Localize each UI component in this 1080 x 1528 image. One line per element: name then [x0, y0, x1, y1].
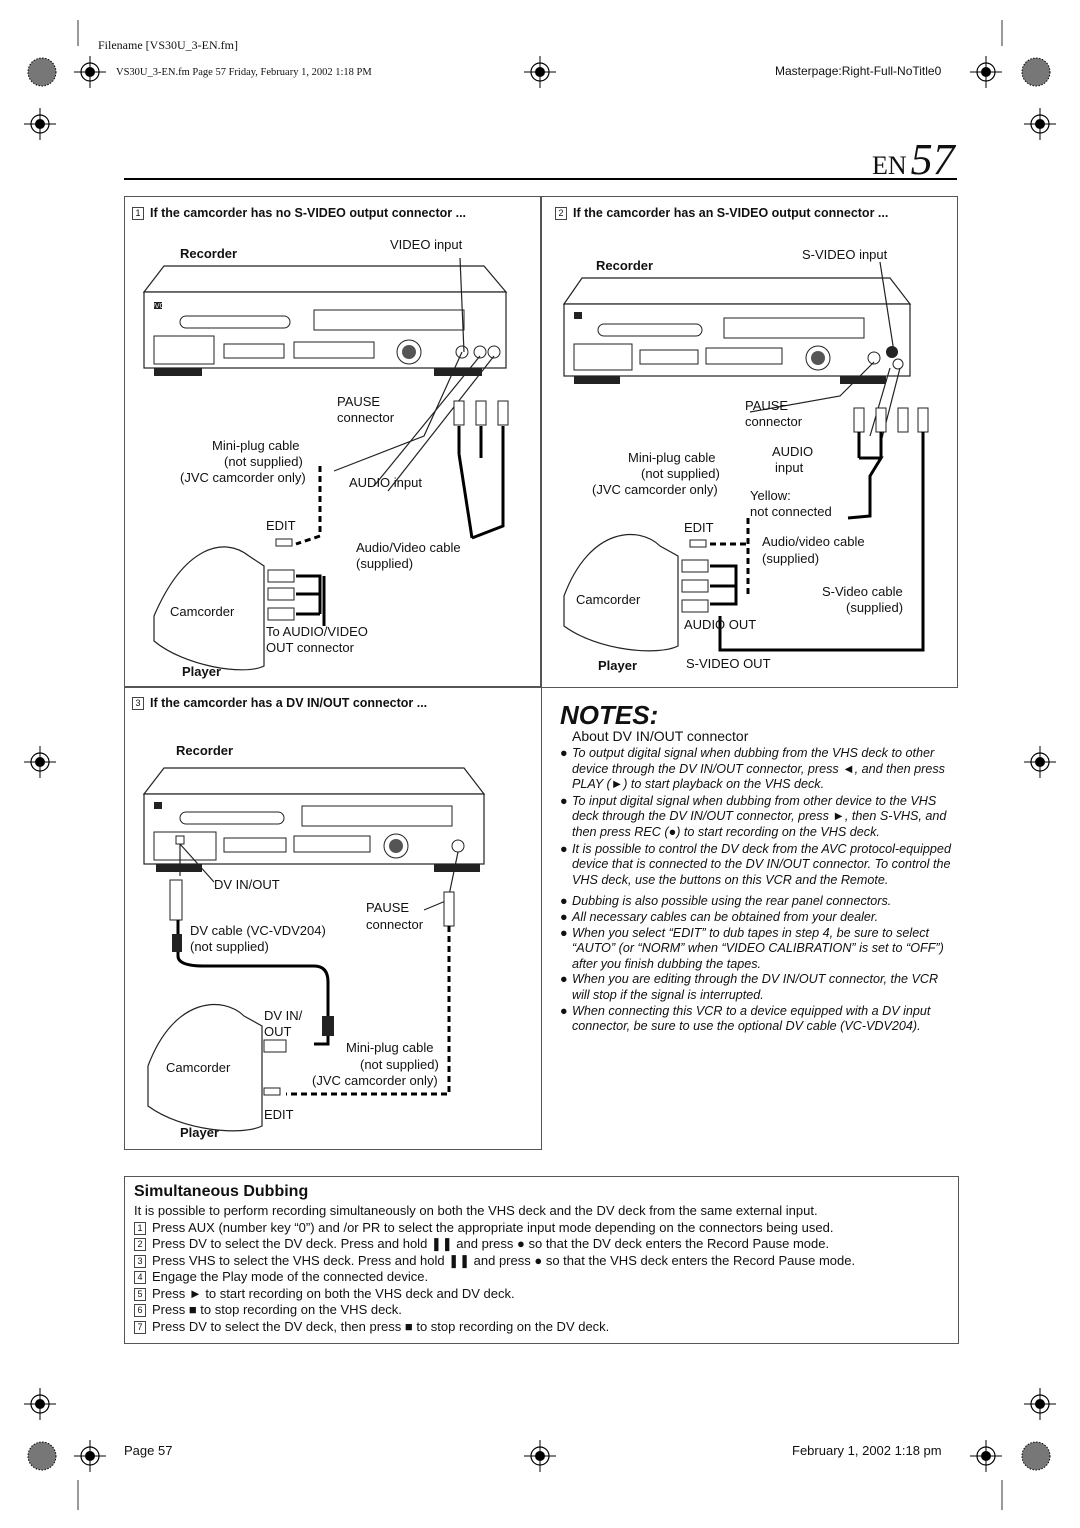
av-cable-label: Audio/Video cable: [356, 540, 461, 555]
out-label: OUT: [264, 1024, 292, 1039]
camcorder-label: Camcorder: [576, 592, 641, 607]
simul-intro: It is possible to perform recording simu…: [134, 1203, 818, 1218]
audio-input-label: AUDIO input: [349, 475, 422, 490]
file-info: VS30U_3-EN.fm Page 57 Friday, February 1…: [116, 67, 372, 78]
note-item: ●All necessary cables can be obtained fr…: [560, 909, 879, 924]
not-connected-label: not connected: [750, 504, 832, 519]
notes-list: ●To output digital signal when dubbing f…: [560, 746, 952, 1035]
pause-label: PAUSE: [745, 398, 789, 413]
panel-no-svideo: [124, 196, 542, 688]
not-supplied-label: (not supplied): [224, 454, 303, 469]
notes-heading: NOTES:: [560, 700, 659, 730]
note-item: ●When connecting this VCR to a device eq…: [560, 1003, 931, 1034]
step-badge: 3: [132, 697, 144, 711]
panel3-diagram: [142, 767, 486, 1132]
note-item: ●Dubbing is also possible using the rear…: [560, 894, 892, 909]
connector-label: connector: [745, 414, 803, 429]
supplied2-label: (supplied): [846, 600, 904, 615]
player-label: Player: [180, 1125, 220, 1140]
not-supplied-label: (not supplied): [641, 466, 720, 481]
mini-plug-label: Mini-plug cable: [212, 438, 300, 453]
note-item: ●To output digital signal when dubbing f…: [560, 746, 945, 792]
recorder-label: Recorder: [596, 258, 654, 273]
filename-label: Filename [VS30U_3-EN.fm]: [98, 38, 238, 52]
panel2-diagram: [562, 261, 929, 652]
step-badge: 2: [555, 207, 567, 221]
input-label: input: [775, 460, 804, 475]
dv-inout-label: DV IN/OUT: [214, 877, 280, 892]
page-lang: EN: [872, 151, 907, 180]
recorder-label: Recorder: [180, 246, 238, 261]
recorder-label: Recorder: [176, 743, 234, 758]
panel1-title: 1 If the camcorder has no S-VIDEO output …: [132, 206, 467, 221]
connector-label: connector: [366, 917, 424, 932]
brand-logo: JVC: [151, 303, 164, 310]
edit-label: EDIT: [264, 1107, 294, 1122]
edit-label: EDIT: [266, 518, 296, 533]
note-item: ●When you are editing through the DV IN/…: [560, 972, 939, 1002]
to-av-label: To AUDIO/VIDEO: [266, 624, 368, 639]
not-supplied-label: (not supplied): [190, 939, 269, 954]
audio-label: AUDIO: [772, 444, 814, 459]
simultaneous-dubbing-box: [124, 1176, 959, 1344]
panel3-title: 3 If the camcorder has a DV IN/OUT connec…: [132, 696, 428, 711]
pause-label: PAUSE: [337, 394, 381, 409]
camcorder-label: Camcorder: [170, 604, 235, 619]
edit-label: EDIT: [684, 520, 714, 535]
page-number-heading: EN 57: [872, 134, 955, 185]
supplied-label: (supplied): [356, 556, 414, 571]
footer-page: Page 57: [124, 1443, 173, 1458]
header-rule: [124, 178, 957, 180]
note-item: ●To input digital signal when dubbing fr…: [560, 793, 947, 839]
note-item: ●When you select “EDIT” to dub tapes in …: [560, 925, 944, 971]
panel1-diagram: JVC: [142, 257, 509, 671]
camcorder-label: Camcorder: [166, 1060, 231, 1075]
jvc-only-label: (JVC camcorder only): [592, 482, 718, 497]
panel-svideo: [540, 196, 958, 688]
dv-cable-label: DV cable (VC-VDV204): [190, 923, 326, 938]
pause-label: PAUSE: [366, 900, 410, 915]
player-label: Player: [598, 658, 638, 673]
yellow-label: Yellow:: [750, 488, 791, 503]
connector-label: connector: [337, 410, 395, 425]
out-connector-label: OUT connector: [266, 640, 354, 655]
jvc-only-label: (JVC camcorder only): [312, 1073, 438, 1088]
panel2-title-text: If the camcorder has an S-VIDEO output c…: [573, 206, 889, 220]
audio-out-label: AUDIO OUT: [684, 617, 757, 632]
panel3-title-text: If the camcorder has a DV IN/OUT connect…: [150, 696, 428, 710]
panel1-title-text: If the camcorder has no S-VIDEO output c…: [150, 206, 467, 220]
dv-in-label: DV IN/: [264, 1008, 303, 1023]
video-input-label: VIDEO input: [390, 237, 463, 252]
svideo-out-label: S-VIDEO OUT: [686, 656, 771, 671]
svideo-cable-label: S-Video cable: [822, 584, 903, 599]
simul-body: It is possible to perform recording simu…: [134, 1203, 950, 1335]
panel-dv: [124, 686, 542, 1150]
note-item: ●It is possible to control the DV deck f…: [560, 841, 951, 887]
mini-plug-label: Mini-plug cable: [628, 450, 716, 465]
page-number: 57: [910, 135, 955, 184]
svideo-input-label: S-VIDEO input: [802, 247, 888, 262]
player-label: Player: [182, 664, 222, 679]
av-cable-label: Audio/video cable: [762, 534, 865, 549]
simul-title: Simultaneous Dubbing: [134, 1183, 309, 1200]
footer-date: February 1, 2002 1:18 pm: [792, 1443, 942, 1458]
supplied-label: (supplied): [762, 551, 820, 566]
step-badge: 1: [132, 207, 144, 221]
panel2-title: 2 If the camcorder has an S-VIDEO output …: [555, 206, 889, 221]
notes-subheading: About DV IN/OUT connector: [572, 728, 749, 744]
jvc-only-label: (JVC camcorder only): [180, 470, 306, 485]
mini-plug-label: Mini-plug cable: [346, 1040, 434, 1055]
masterpage-label: Masterpage:Right-Full-NoTitle0: [775, 64, 942, 78]
not-supplied2-label: (not supplied): [360, 1057, 439, 1072]
